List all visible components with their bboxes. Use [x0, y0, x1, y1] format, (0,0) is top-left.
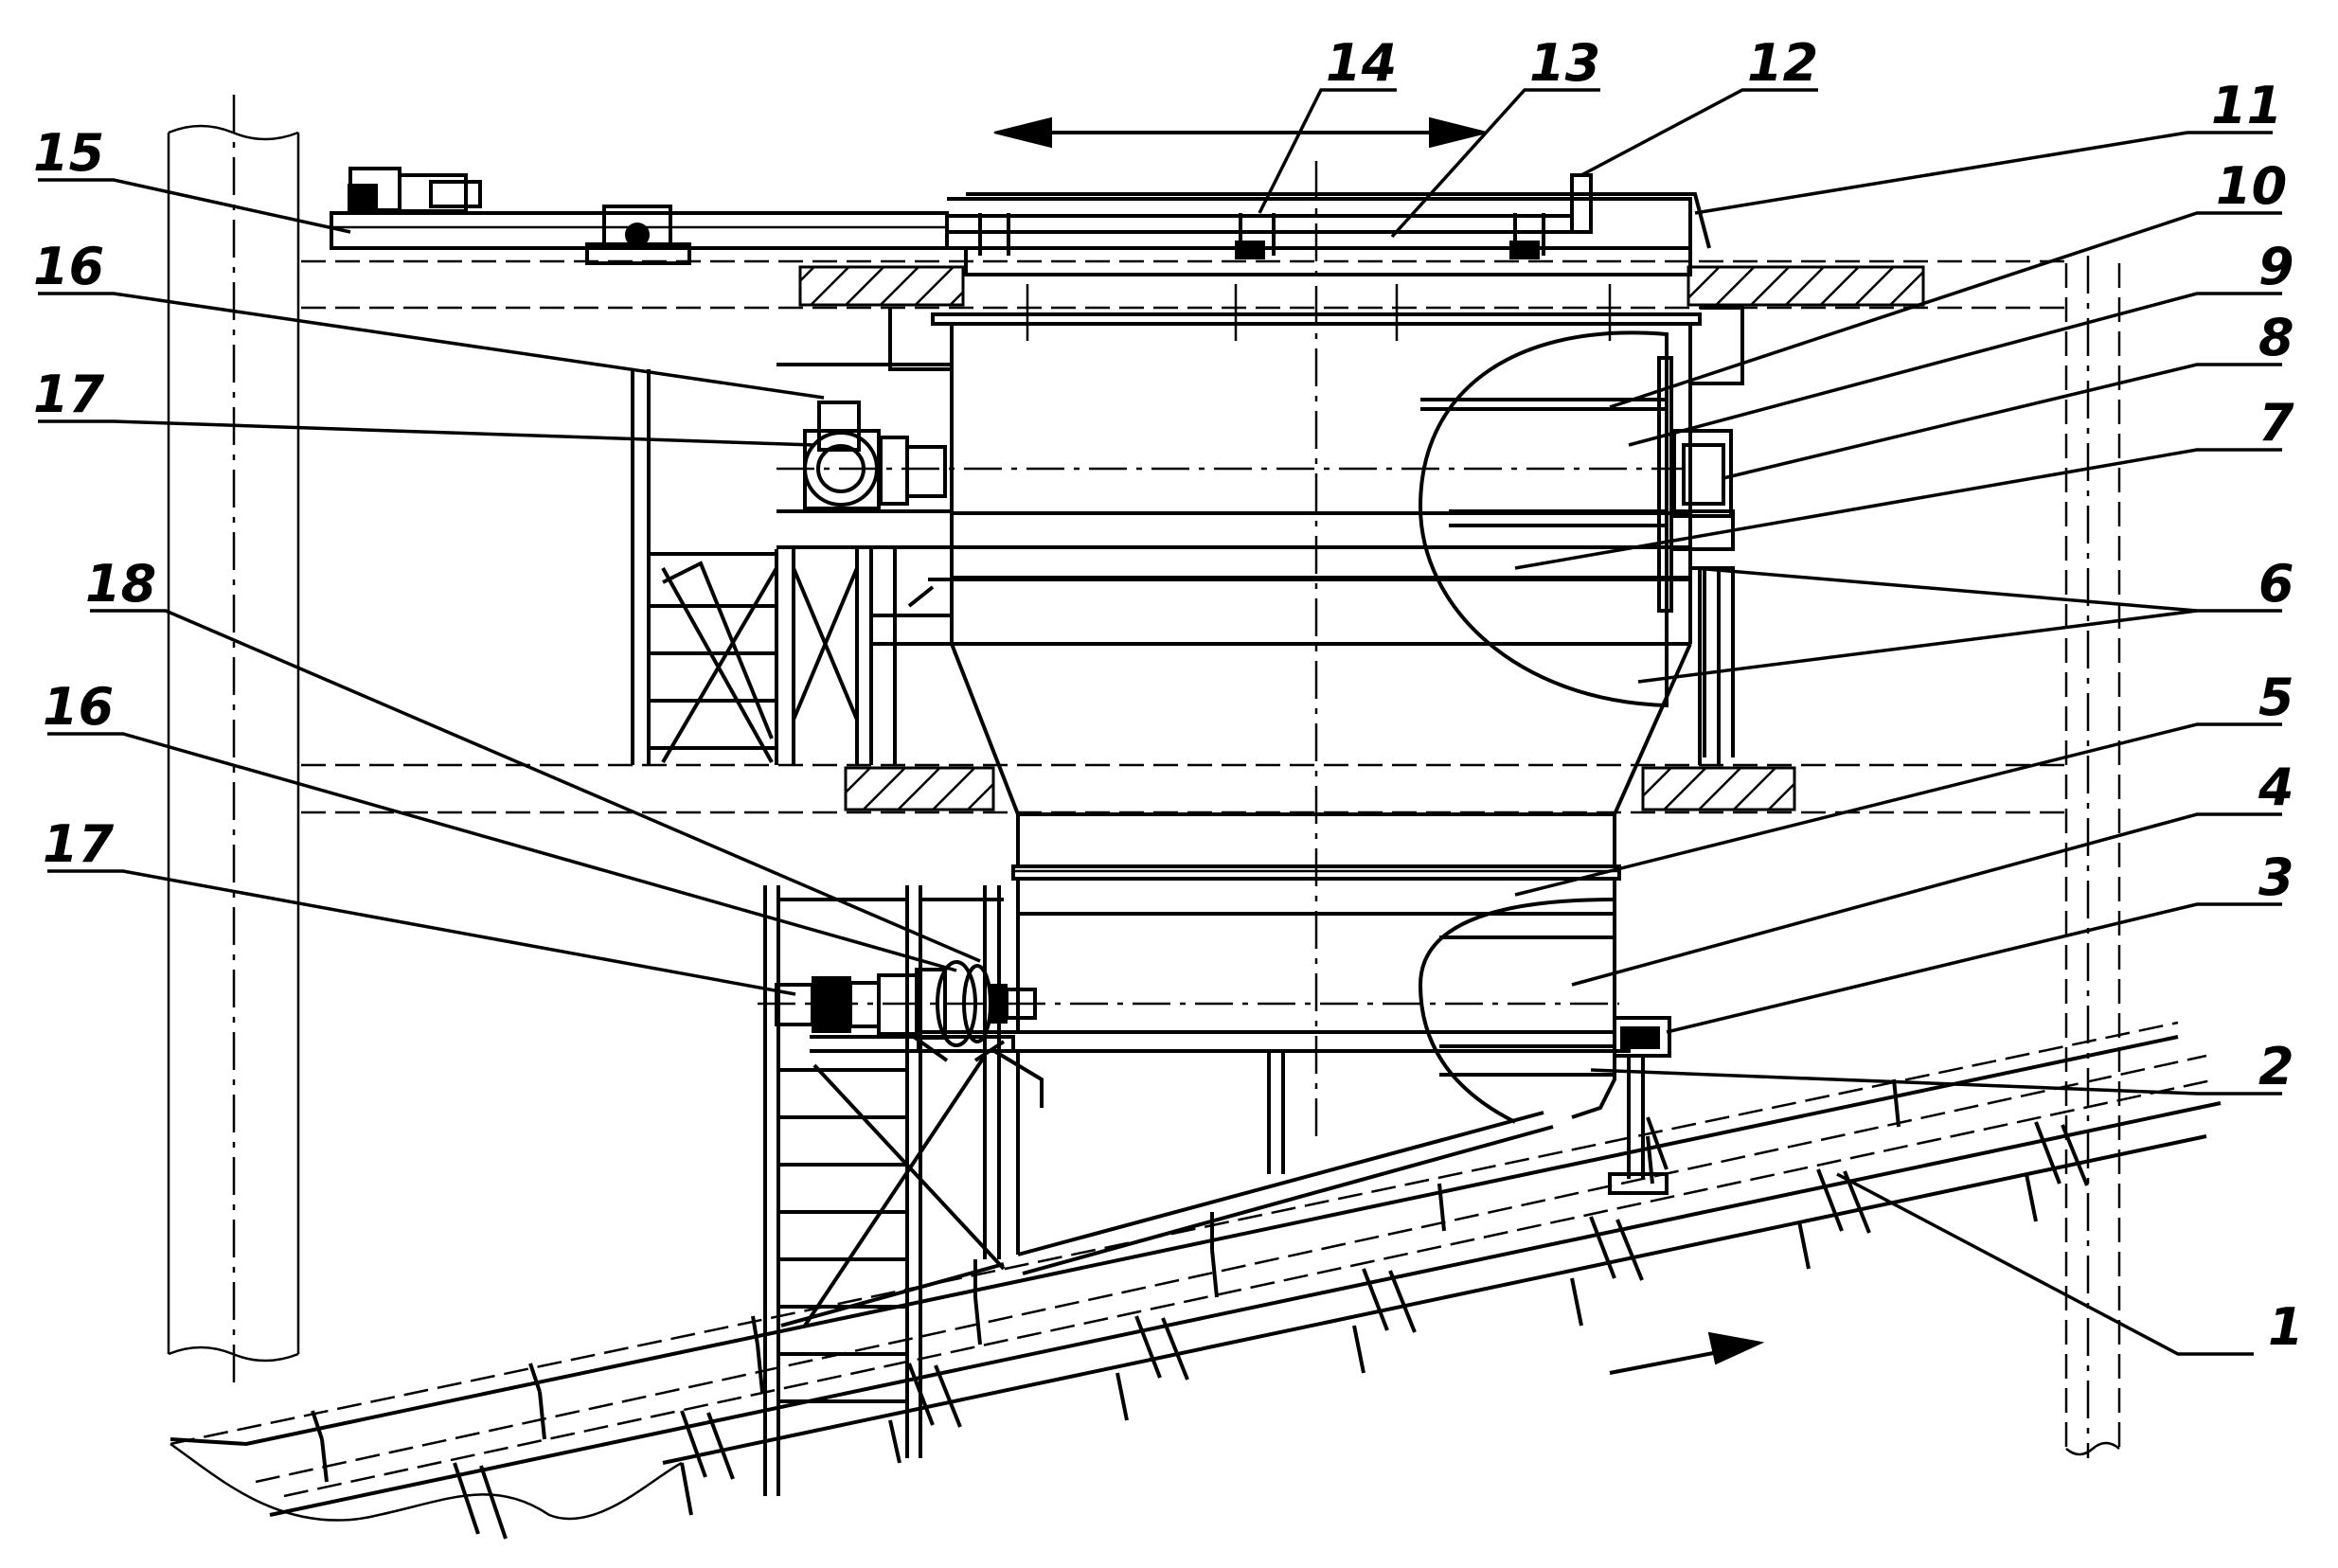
top-rail [330, 167, 949, 265]
label-16-lower: 16 [43, 677, 114, 737]
left-column [167, 95, 300, 1392]
label-3: 3 [2258, 847, 2294, 907]
label-5: 5 [2258, 668, 2294, 727]
label-17-upper: 17 [33, 365, 105, 424]
label-1: 1 [2268, 1297, 2304, 1357]
label-18: 18 [85, 554, 156, 614]
label-10: 10 [2216, 156, 2287, 216]
right-column [2064, 256, 2121, 1458]
lower-cutaway [1418, 898, 1671, 1195]
label-15: 15 [33, 123, 104, 183]
middle-floor-slab [301, 763, 2066, 814]
upper-ladder [631, 369, 1721, 765]
label-2: 2 [2258, 1037, 2294, 1096]
belt-direction-arrow [1609, 1331, 1765, 1375]
label-14: 14 [1326, 33, 1397, 93]
travel-arrow [993, 116, 1488, 149]
trolley-frame [947, 173, 1711, 276]
label-11: 11 [2211, 76, 2282, 135]
upper-cutaway [1418, 330, 1735, 757]
label-16-upper: 16 [33, 237, 104, 296]
label-17-lower: 17 [43, 814, 115, 874]
upper-drive [776, 363, 1690, 549]
label-13: 13 [1529, 33, 1600, 93]
label-8: 8 [2258, 308, 2294, 367]
label-6: 6 [2258, 554, 2294, 614]
label-12: 12 [1747, 33, 1818, 93]
leader-lines [38, 88, 2282, 1356]
label-7: 7 [2258, 393, 2294, 453]
upper-bin [888, 284, 1744, 816]
label-4: 4 [2258, 757, 2294, 817]
part-labels: 1 2 3 4 5 6 7 8 9 10 11 12 13 14 15 16 1… [33, 33, 2304, 1357]
label-9: 9 [2258, 237, 2294, 296]
conveyor [170, 1021, 2222, 1540]
upper-floor-slab [301, 259, 2066, 310]
lower-ladder [763, 885, 1015, 1496]
